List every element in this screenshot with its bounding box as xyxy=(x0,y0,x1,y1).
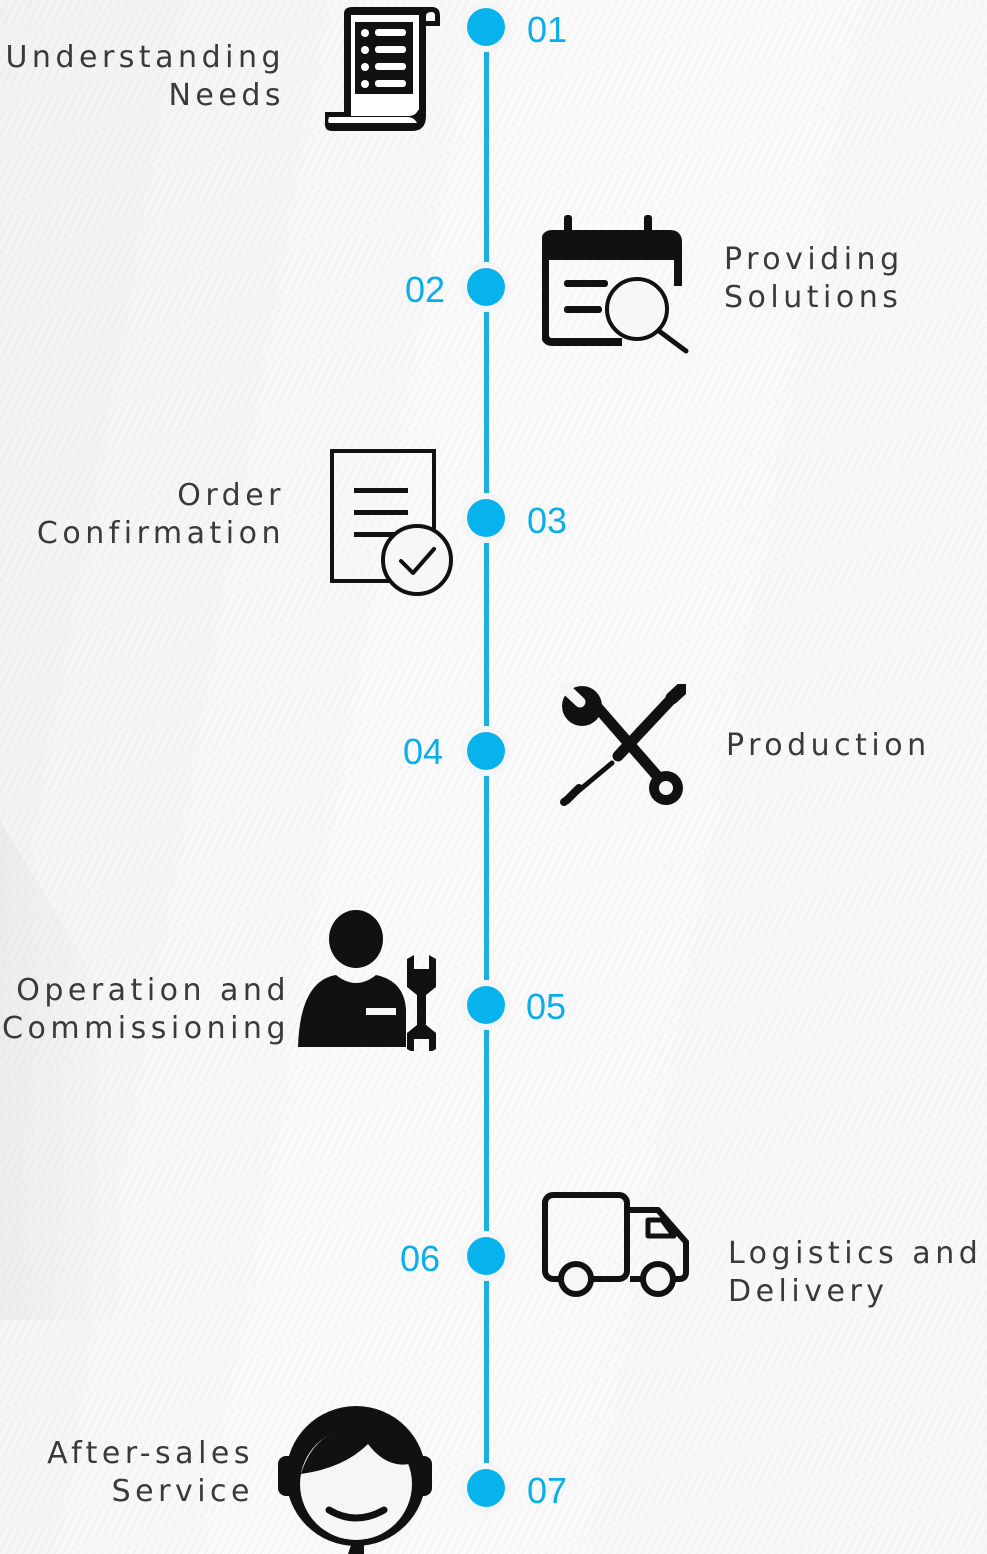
step-label-05-line2: Commissioning xyxy=(2,1011,290,1046)
step-label-01-line1: Understanding xyxy=(5,40,285,75)
step-label-01-line2: Needs xyxy=(168,78,285,113)
background-shade xyxy=(0,820,120,1320)
timeline-node-02 xyxy=(467,268,505,306)
step-label-07-line1: After-sales xyxy=(47,1436,254,1471)
step-label-02-line1: Providing xyxy=(724,242,904,277)
step-label-06-line1: Logistics and xyxy=(728,1236,983,1271)
step-number-02: 02 xyxy=(405,269,446,310)
step-label-07-line2: Service xyxy=(111,1474,254,1509)
timeline-node-04 xyxy=(467,732,505,770)
step-label-04: Production xyxy=(726,727,931,765)
timeline-node-06 xyxy=(467,1237,505,1275)
step-label-03-line2: Confirmation xyxy=(36,516,285,551)
step-number-07: 07 xyxy=(527,1470,568,1511)
timeline-node-07 xyxy=(467,1469,505,1507)
calendar-search-icon xyxy=(542,212,692,354)
step-label-02-line2: Solutions xyxy=(724,280,903,315)
timeline-node-05 xyxy=(467,986,505,1024)
step-label-04-line1: Production xyxy=(726,728,931,763)
step-label-05-line1: Operation and xyxy=(16,973,290,1008)
scroll-list-icon xyxy=(322,4,442,134)
step-label-03-line1: Order xyxy=(177,478,285,513)
step-label-06-line2: Delivery xyxy=(728,1274,889,1309)
step-number-06: 06 xyxy=(400,1238,441,1279)
step-label-07: After-sales Service xyxy=(47,1435,254,1511)
step-number-01: 01 xyxy=(527,9,568,50)
wrench-screwdriver-icon xyxy=(556,684,686,808)
step-label-01: Understanding Needs xyxy=(5,39,285,115)
step-label-06: Logistics and Delivery xyxy=(728,1235,982,1311)
truck-icon xyxy=(540,1190,692,1302)
step-label-05: Operation and Commissioning xyxy=(2,972,290,1048)
step-label-02: Providing Solutions xyxy=(724,241,904,317)
step-number-05: 05 xyxy=(526,986,567,1027)
technician-wrench-icon xyxy=(296,909,446,1051)
headset-agent-icon xyxy=(274,1402,436,1554)
step-number-03: 03 xyxy=(527,500,568,541)
timeline-node-03 xyxy=(467,499,505,537)
step-label-03: Order Confirmation xyxy=(37,477,285,553)
step-number-04: 04 xyxy=(403,731,444,772)
timeline-node-01 xyxy=(467,8,505,46)
document-check-icon xyxy=(328,448,456,598)
